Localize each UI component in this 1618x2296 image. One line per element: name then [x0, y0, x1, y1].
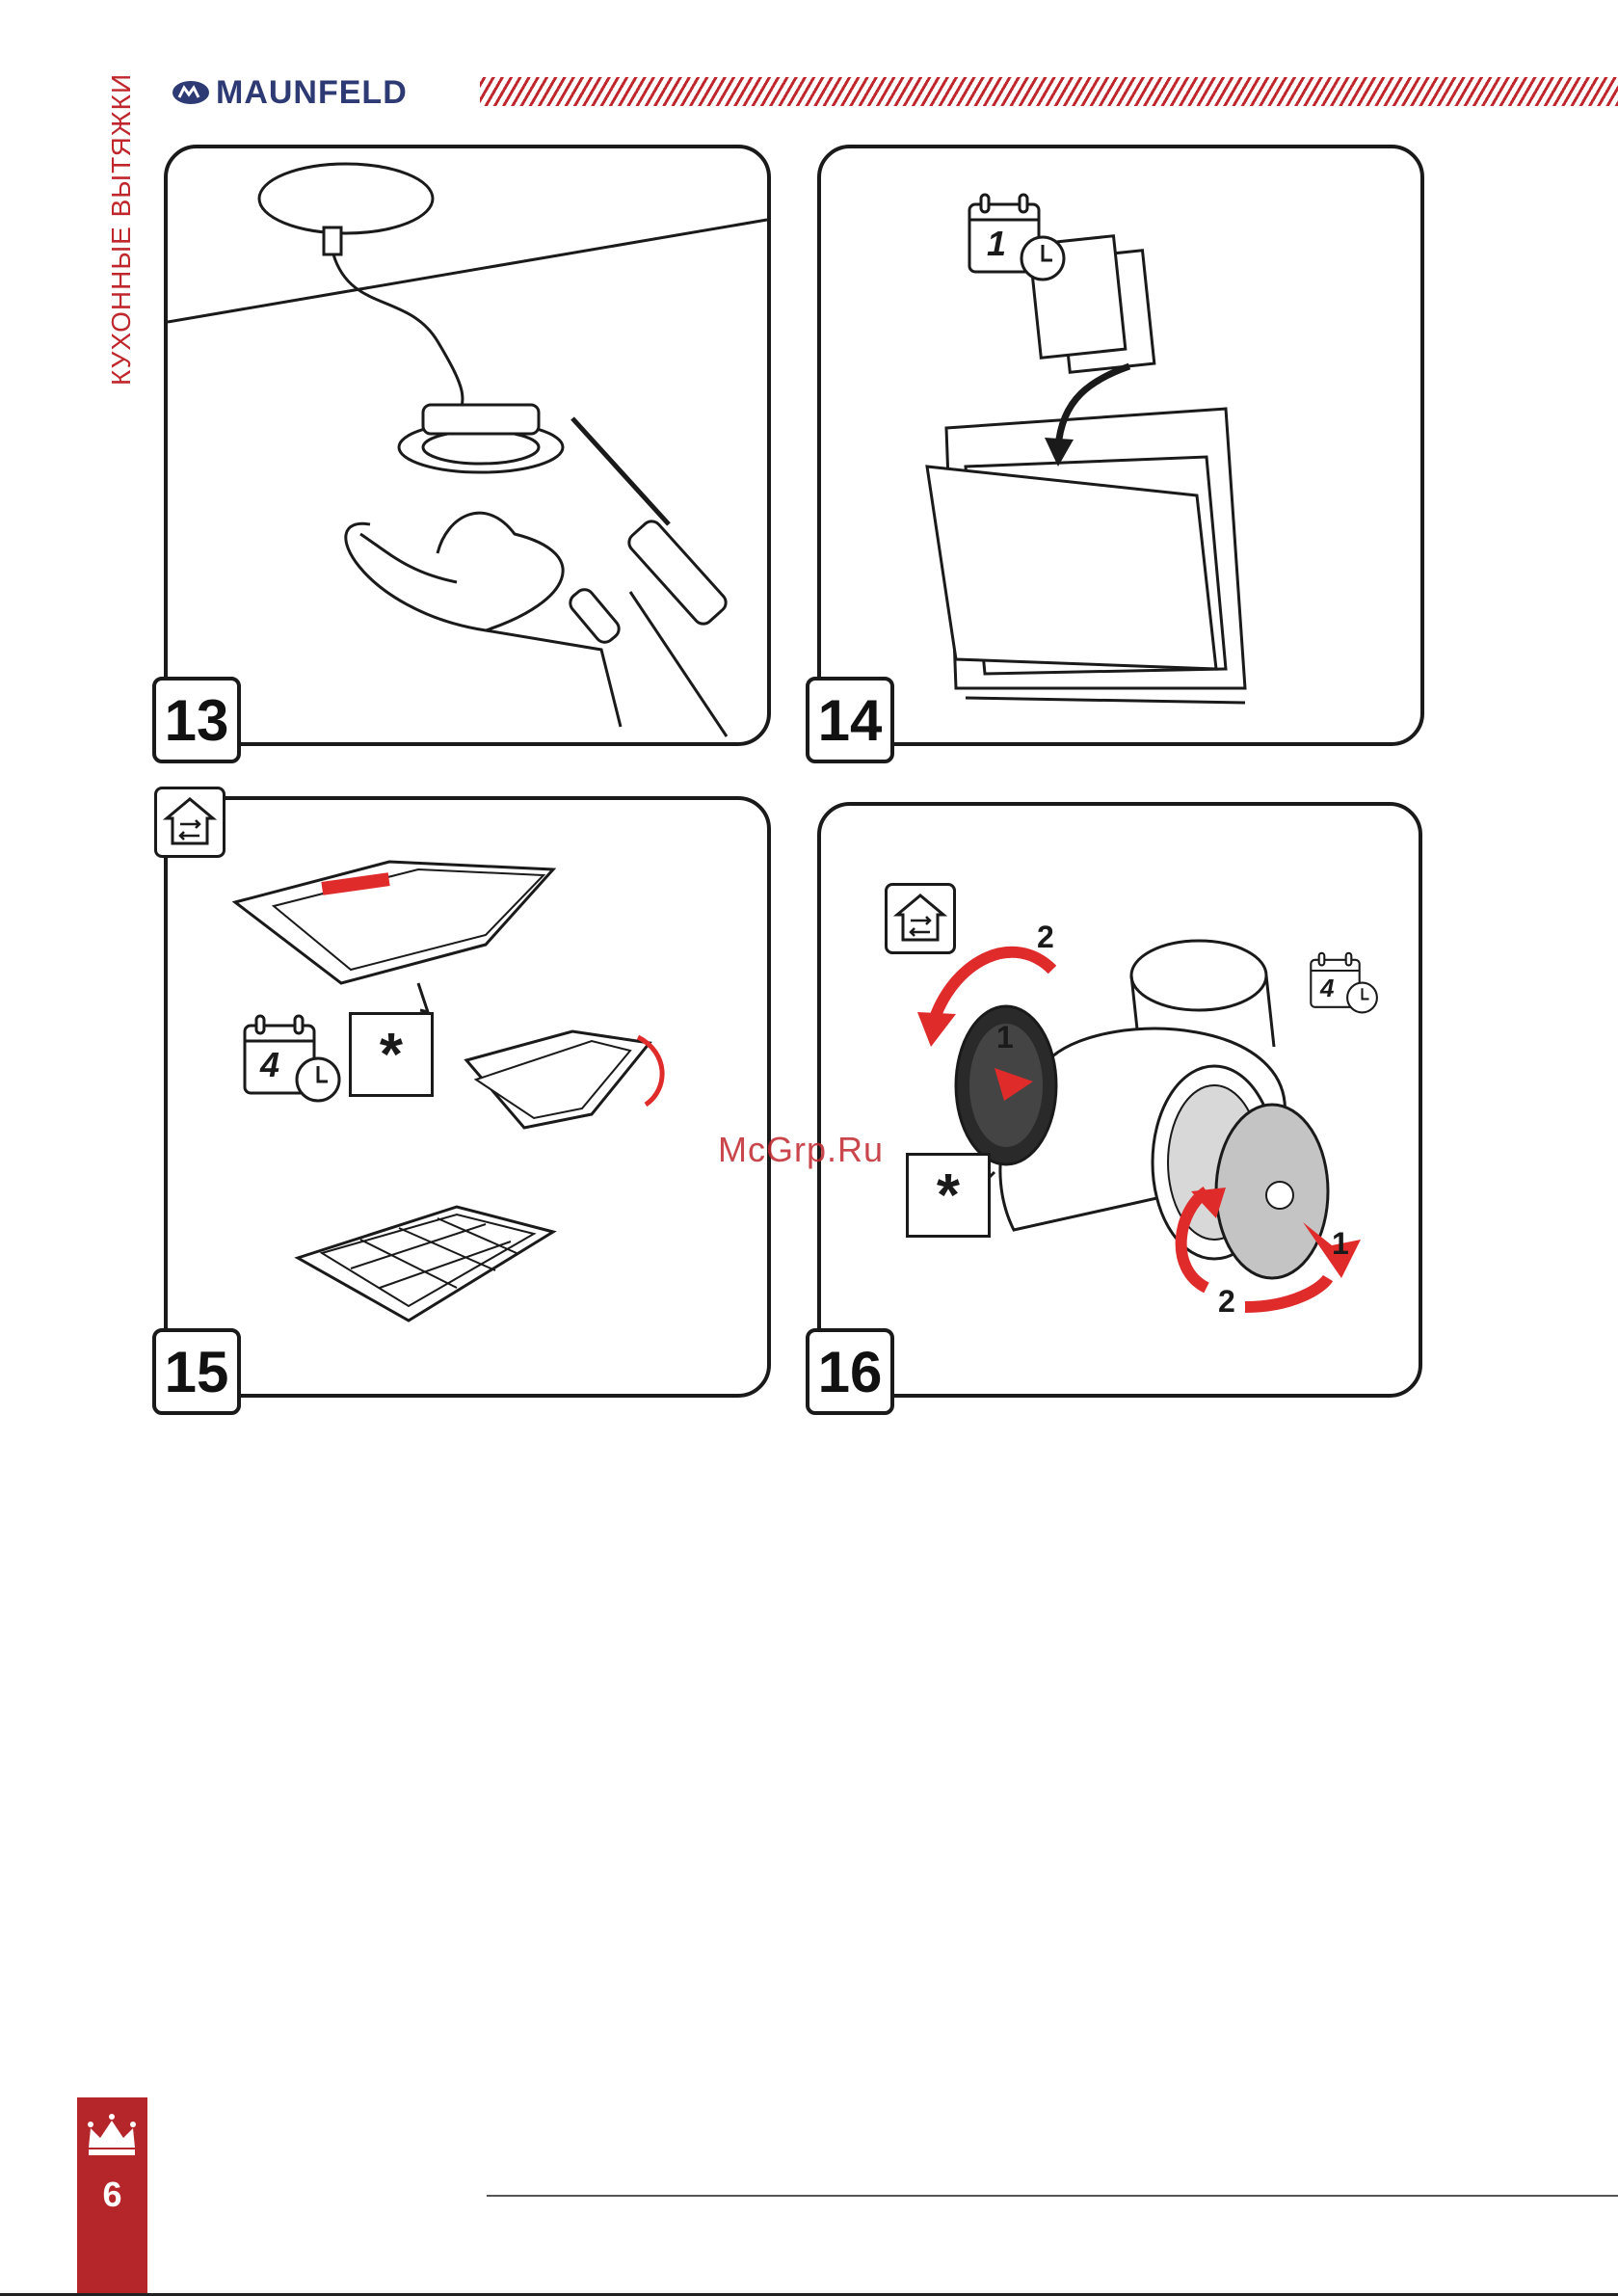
step-number-15: 15 [152, 1328, 241, 1415]
step-label-2-bottom: 2 [1218, 1284, 1235, 1320]
panel-16: 2 1 1 2 * 4 [817, 802, 1422, 1398]
panel-15: * 4 [164, 796, 771, 1398]
note-asterisk: * [349, 1012, 434, 1097]
brand-logo: MAUNFELD [172, 73, 408, 112]
step-number-14: 14 [806, 677, 894, 763]
page-number: 6 [77, 2175, 147, 2215]
calendar-icon: 4 [241, 1012, 347, 1108]
calendar-label: 1 [987, 224, 1006, 264]
brand-name: MAUNFELD [216, 74, 408, 112]
footer-rule [487, 2195, 1618, 2197]
step-number-16: 16 [806, 1328, 894, 1415]
home-cycle-icon [154, 787, 225, 858]
brand-mark-icon [172, 80, 210, 105]
note-asterisk: * [906, 1153, 991, 1238]
calendar-label: 4 [260, 1045, 279, 1085]
home-cycle-icon [885, 883, 956, 954]
calendar-icon: 4 [1307, 950, 1384, 1018]
side-title-text: КУХОННЫЕ ВЫТЯЖКИ [106, 73, 137, 386]
calendar-label: 4 [1320, 974, 1334, 1003]
step-label-2-top: 2 [1037, 920, 1054, 955]
dishwasher-filter-wash-illustration [821, 148, 1420, 742]
crown-icon [77, 2105, 147, 2163]
panel-14: 1 [817, 145, 1424, 746]
calendar-icon: 1 [966, 191, 1072, 287]
step-label-1-right: 1 [1332, 1226, 1349, 1262]
step-number-13: 13 [152, 677, 241, 763]
panel-13 [164, 145, 771, 746]
watermark: McGrp.Ru [718, 1130, 884, 1170]
step-label-1-left: 1 [996, 1020, 1014, 1055]
ceiling-light-replacement-illustration [168, 148, 767, 742]
header-hatch-band [480, 77, 1618, 106]
side-title: КУХОННЫЕ ВЫТЯЖКИ [100, 77, 139, 386]
